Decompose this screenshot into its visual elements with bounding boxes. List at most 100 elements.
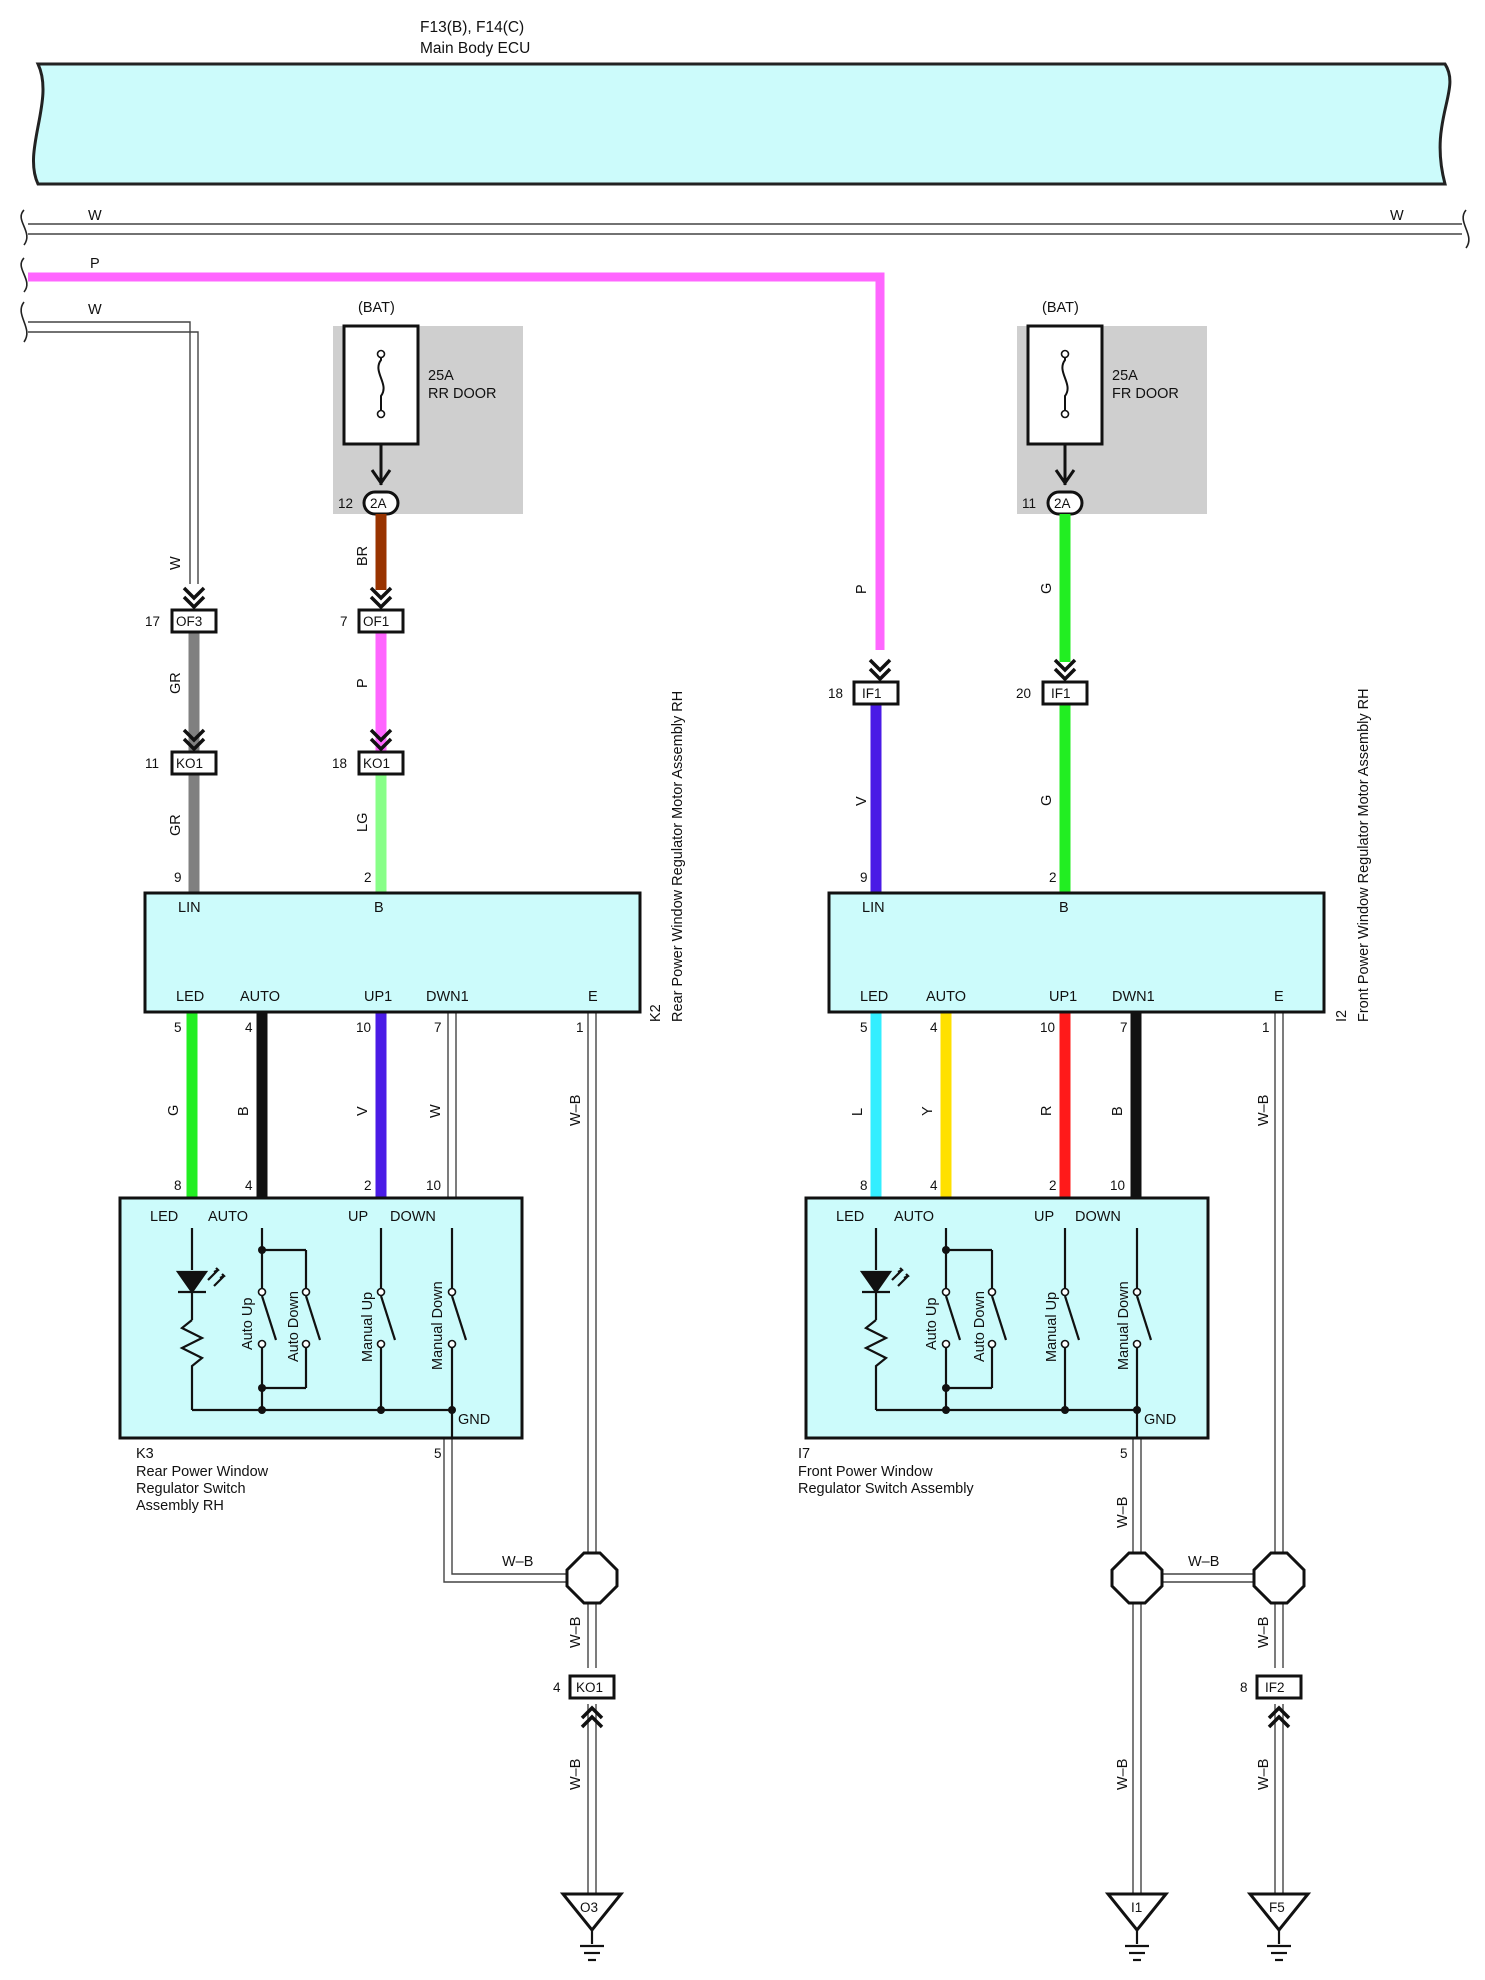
label-wb-4: W–B <box>568 1617 584 1648</box>
switch-rear-name-1: Rear Power Window <box>136 1464 269 1480</box>
conn-ko1gnd-code: KO1 <box>576 1680 603 1695</box>
motor-rear-name: Rear Power Window Regulator Motor Assemb… <box>670 691 686 1022</box>
bus-w-top <box>28 223 1462 235</box>
ground-i1: I1 <box>1104 1892 1170 1962</box>
sw-pin-auto: AUTO <box>894 1209 934 1225</box>
label-wb-9: W–B <box>1115 1759 1131 1790</box>
sw-pin-up-num: 2 <box>1049 1178 1057 1193</box>
switch-front-code: I7 <box>798 1446 810 1462</box>
bus-p-label: P <box>90 256 100 272</box>
sw-pin-led: LED <box>836 1209 864 1225</box>
label-wb-2: W–B <box>1256 1095 1272 1126</box>
label-g: G <box>1039 583 1055 594</box>
fuse-box-fr-door: (BAT) 25A FR DOOR 11 2A <box>1017 300 1207 516</box>
pin-lin-num: 9 <box>174 870 182 885</box>
sw-pin-up: UP <box>1034 1209 1054 1225</box>
conn-if1a-code: IF1 <box>862 686 882 701</box>
label-v-2: V <box>355 1106 371 1116</box>
sw-pin-down: DOWN <box>1075 1209 1121 1225</box>
pin-lin-num: 9 <box>860 870 868 885</box>
conn-if2-code: IF2 <box>1265 1680 1285 1695</box>
conn-ko1gnd-pin: 4 <box>553 1680 561 1695</box>
pin-up1: UP1 <box>1049 989 1077 1005</box>
pin-lin: LIN <box>178 900 201 916</box>
label-w: W <box>168 556 184 570</box>
switch-front-name-1: Front Power Window <box>798 1464 933 1480</box>
fuse-pin: 11 <box>1022 496 1036 511</box>
pin-b: B <box>1059 900 1069 916</box>
sw-manual-up: Manual Up <box>1044 1292 1060 1362</box>
sw-auto-up: Auto Up <box>924 1298 940 1350</box>
pin-dwn1-num: 7 <box>434 1020 442 1035</box>
pin-dwn1: DWN1 <box>426 989 469 1005</box>
ground-f5: F5 <box>1246 1892 1312 1962</box>
switch-front-box: 8 4 2 10 LED AUTO UP DOWN GND 5 <box>798 1178 1210 1497</box>
sw-gnd-num: 5 <box>1120 1446 1128 1461</box>
connector-chevrons <box>182 586 1291 1729</box>
ecu-code: F13(B), F14(C) <box>420 19 524 36</box>
conn-of3-code: OF3 <box>176 614 202 629</box>
motor-rear-box: 9 LIN 2 B LED AUTO UP1 DWN1 E 5 4 10 7 1… <box>143 691 686 1035</box>
splice-points <box>565 1551 1306 1605</box>
fuse-box-rr-door: (BAT) 25A RR DOOR 12 2A <box>333 300 523 516</box>
conn-of1-code: OF1 <box>363 614 389 629</box>
label-p: P <box>355 678 371 688</box>
sw-gnd-num: 5 <box>434 1446 442 1461</box>
fuse-name: RR DOOR <box>428 386 496 402</box>
pin-e-num: 1 <box>1262 1020 1270 1035</box>
sw-pin-auto: AUTO <box>208 1209 248 1225</box>
inline-connectors <box>170 608 1303 1700</box>
sw-auto-down: Auto Down <box>972 1291 988 1362</box>
label-wb: W–B <box>568 1095 584 1126</box>
sw-pin-led: LED <box>150 1209 178 1225</box>
sw-pin-down-num: 10 <box>426 1178 441 1193</box>
pin-up1: UP1 <box>364 989 392 1005</box>
bus-w-label-right: W <box>1390 208 1404 224</box>
motor-front-code: I2 <box>1334 1010 1350 1022</box>
ground-i1-code: I1 <box>1131 1900 1142 1915</box>
pin-lin: LIN <box>862 900 885 916</box>
label-br: BR <box>355 546 371 566</box>
label-v: V <box>854 796 870 806</box>
pin-e-num: 1 <box>576 1020 584 1035</box>
fuse-rating: 25A <box>428 368 454 384</box>
pin-auto: AUTO <box>240 989 280 1005</box>
motor-front-box: 9 LIN 2 B LED AUTO UP1 DWN1 E 5 4 10 7 1… <box>827 688 1372 1035</box>
pin-up1-num: 10 <box>1040 1020 1055 1035</box>
label-l: L <box>850 1108 866 1116</box>
ground-f5-code: F5 <box>1269 1900 1285 1915</box>
sw-pin-down: DOWN <box>390 1209 436 1225</box>
label-gr: GR <box>168 672 184 694</box>
conn-ko1a-pin: 11 <box>145 756 159 771</box>
ecu-body <box>32 62 1452 186</box>
sw-gnd: GND <box>458 1412 490 1428</box>
label-wb-7: W–B <box>1188 1554 1219 1570</box>
pin-dwn1-num: 7 <box>1120 1020 1128 1035</box>
connector-codes: OF3 17 OF1 7 KO1 11 KO1 18 IF1 18 IF1 20… <box>145 614 1285 1695</box>
pin-led-num: 5 <box>860 1020 868 1035</box>
switch-front-name-2: Regulator Switch Assembly <box>798 1481 974 1497</box>
pin-e: E <box>588 989 598 1005</box>
sw-manual-up: Manual Up <box>360 1292 376 1362</box>
sw-pin-up-num: 2 <box>364 1178 372 1193</box>
pin-dwn1: DWN1 <box>1112 989 1155 1005</box>
label-g-2: G <box>1039 795 1055 806</box>
motor-front-name: Front Power Window Regulator Motor Assem… <box>1356 688 1372 1022</box>
conn-of3-pin: 17 <box>145 614 160 629</box>
ecu-name: Main Body ECU <box>420 40 530 57</box>
sw-pin-led-num: 8 <box>174 1178 182 1193</box>
conn-if1a-pin: 18 <box>828 686 843 701</box>
fuse-conn: 2A <box>370 496 387 511</box>
wire-labels: W BR GR P GR LG P G V G G B V W W–B L Y … <box>166 546 1272 1790</box>
label-g-3: G <box>166 1105 182 1116</box>
ground-o3-code: O3 <box>580 1900 598 1915</box>
double-wires <box>443 1012 1284 1894</box>
bus-p-wire <box>28 272 885 650</box>
motor-rear-code: K2 <box>648 1004 664 1022</box>
pin-b: B <box>374 900 384 916</box>
label-b-2: B <box>1110 1106 1126 1116</box>
conn-ko1b-code: KO1 <box>363 756 390 771</box>
pin-auto-num: 4 <box>930 1020 938 1035</box>
